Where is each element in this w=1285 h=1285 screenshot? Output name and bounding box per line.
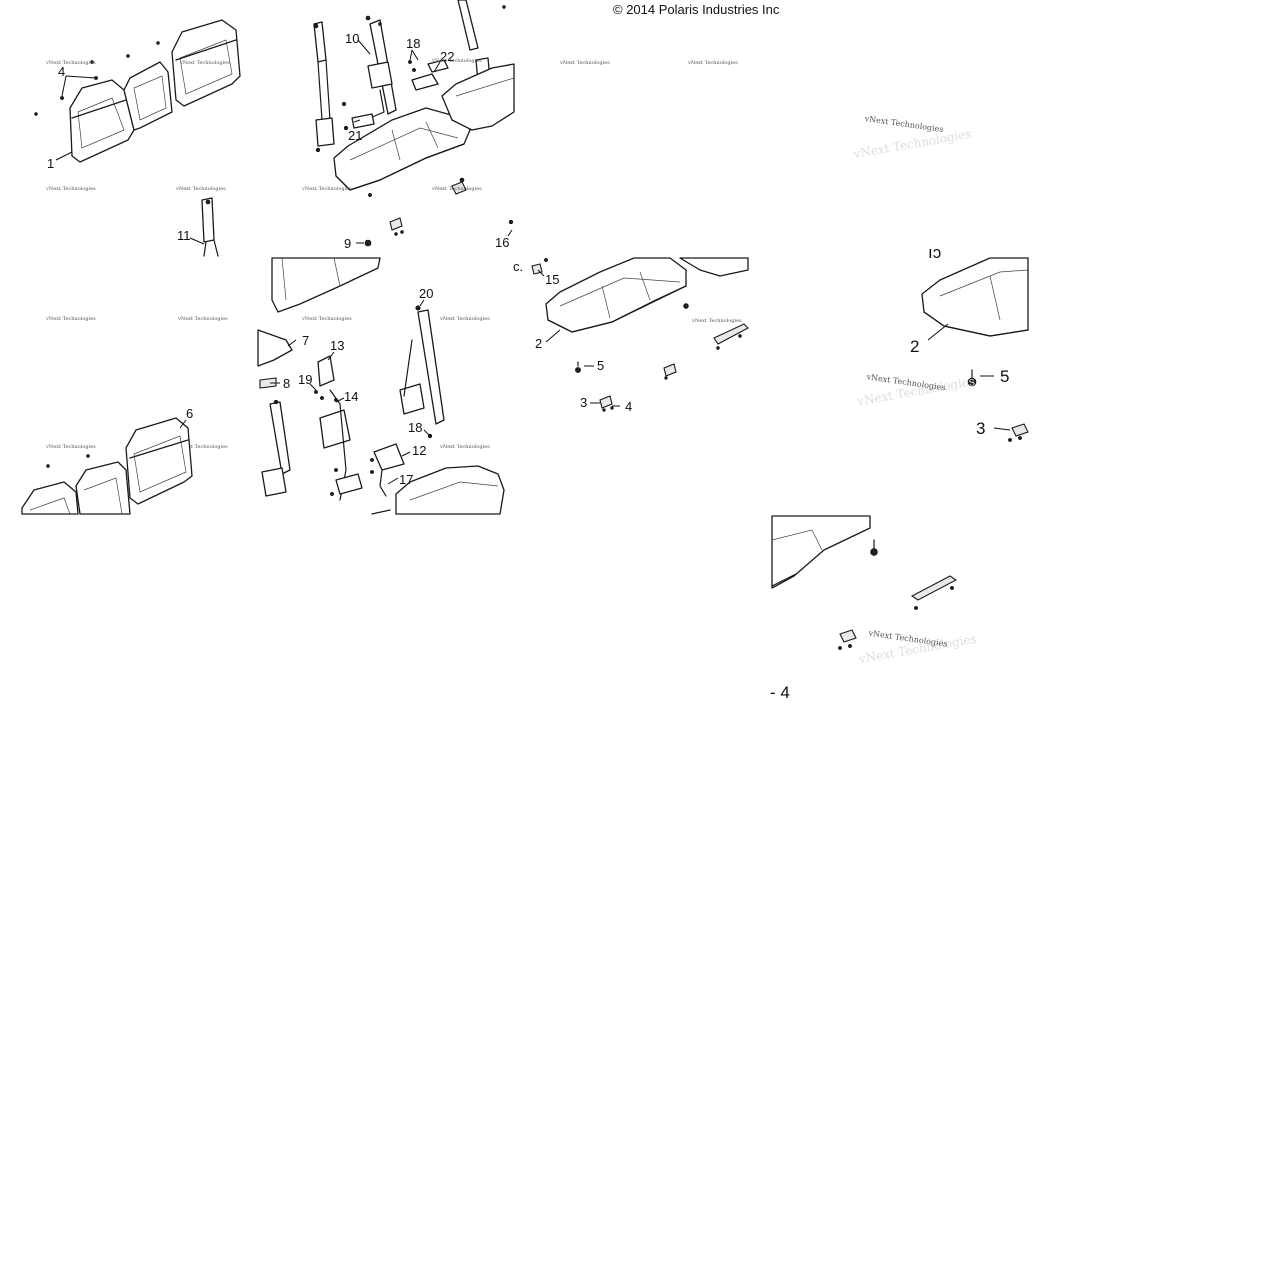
watermark-a3: vNext Technologies [45,186,96,192]
watermark-f3: vNext Technologies [439,444,490,450]
watermark-f2: vNext Technologies [439,316,490,322]
callout-2-big: 2 [910,337,919,356]
bench-seat-zoom [921,257,1029,337]
callout-21: 21 [348,128,362,143]
watermark-c2: vNext Technologies [687,60,738,66]
callout-13: 13 [330,338,344,353]
callout-8: 8 [283,376,290,391]
watermark-f1: vNext Technologies [301,316,352,322]
watermark-b3: vNext Technologies [431,58,482,64]
seat-belt-11 [201,197,219,257]
seat-backs-fragment [257,257,381,367]
callout-6: 6 [186,406,193,421]
watermark-a1: vNext Technologies [45,60,96,66]
watermark-g1: vNext Technologies [691,318,742,324]
callout-5-big: 5 [1000,367,1009,386]
callout-10: 10 [345,31,359,46]
callout-18b: 18 [408,420,422,435]
bench-seat-middle [545,257,749,333]
callout-2: 2 [535,336,542,351]
callout-3-big: 3 [976,419,985,438]
callout-15: 15 [545,272,559,287]
callout-5: 5 [597,358,604,373]
callout-4b: 4 [625,399,632,414]
watermark-e1: vNext Technologies [45,316,96,322]
callout-22: 22 [440,49,454,64]
callout-7: 7 [302,333,309,348]
watermark-b2: vNext Technologies [431,186,482,192]
callout-4: 4 [58,64,65,79]
callout-17: 17 [399,472,413,487]
copyright-text: © 2014 Polaris Industries Inc [613,2,780,17]
watermark-c1: vNext Technologies [559,60,610,66]
callout-11: 11 [177,228,191,243]
watermark-e3: vNext Technologies [45,444,96,450]
watermark-ghost-d1: vNext Technologies [852,127,973,162]
callout-12: 12 [412,443,426,458]
watermark-b1: vNext Technologies [301,186,352,192]
callout-3: 3 [580,395,587,410]
callout-18a: 18 [406,36,420,51]
seat-backs-lower [21,417,193,515]
callout-c: c. [513,259,523,274]
watermark-e4: vNext Technologies [177,444,228,450]
callout-9: 9 [344,236,351,251]
seat-belts-lower [261,309,445,501]
callout-19: 19 [298,372,312,387]
callout-14: 14 [344,389,358,404]
watermark-e2: vNext Technologies [177,316,228,322]
callout-20: 20 [419,286,433,301]
watermark-d1: vNext Technologies [863,114,944,134]
watermark-a4: vNext Technologies [175,186,226,192]
bench-seat-lower [371,465,505,515]
callout-1: 1 [47,156,54,171]
seat-backs-upper [69,19,241,163]
callout-fragment-top: ıɔ [928,243,941,262]
bench-seat-corner [771,515,871,589]
watermark-a2: vNext Technologies [179,60,230,66]
callout-16: 16 [495,235,509,250]
bench-seat-upper [333,63,515,191]
page-number-fragment: - 4 [770,683,790,702]
